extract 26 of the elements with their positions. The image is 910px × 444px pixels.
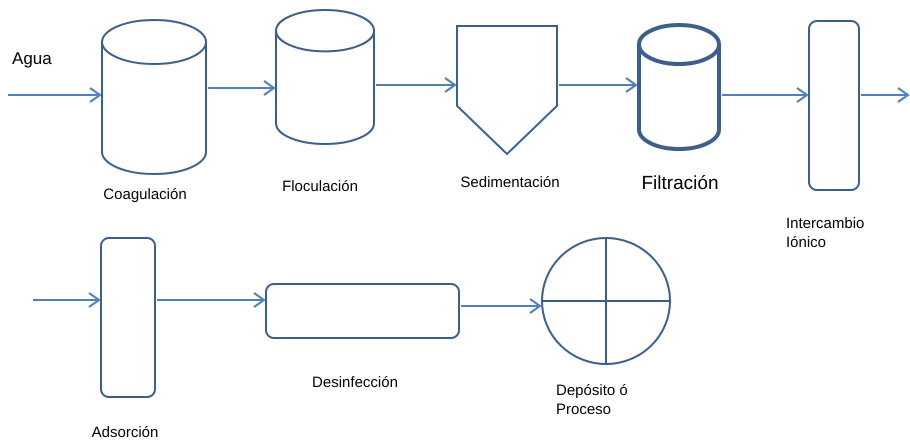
cylinder-tank — [636, 22, 722, 152]
arrow — [376, 77, 456, 93]
step-caption: Filtración — [640, 172, 720, 196]
cylinder-tank — [100, 18, 208, 176]
rounded-box — [99, 236, 157, 399]
arrow — [461, 298, 541, 314]
step-caption: Depósito ó Proceso — [556, 382, 629, 420]
arrow — [722, 87, 808, 103]
arrow — [8, 87, 101, 103]
input-label: Agua — [12, 48, 52, 70]
rounded-box — [807, 19, 861, 192]
arrow — [208, 80, 275, 96]
arrow — [559, 77, 637, 93]
arrow — [157, 292, 265, 308]
step-caption: Sedimentación — [459, 174, 561, 193]
step-caption: Coagulación — [102, 186, 188, 205]
arrow — [861, 87, 909, 103]
arrow — [33, 292, 100, 308]
step-caption: Adsorción — [90, 424, 160, 443]
crossed-circle — [540, 236, 672, 366]
step-caption: Desinfección — [311, 374, 399, 393]
settling-tank — [455, 24, 559, 156]
cylinder-tank — [274, 8, 376, 146]
step-caption: Intercambio Iónico — [786, 215, 866, 252]
rounded-box — [264, 282, 461, 340]
step-caption: Floculación — [281, 178, 359, 197]
